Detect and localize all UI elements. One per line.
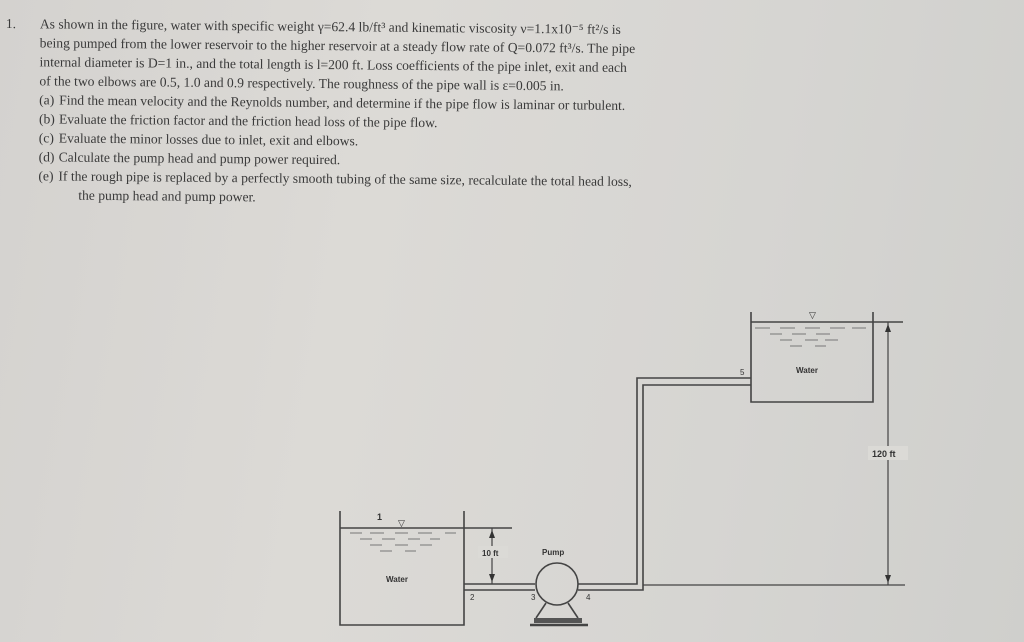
dim-label-bg xyxy=(868,446,908,460)
upper-reservoir xyxy=(750,312,903,403)
lower-free-surface-symbol: ▽ xyxy=(398,518,405,528)
point-1-label: 1 xyxy=(377,512,382,522)
point-5-label: 5 xyxy=(740,368,745,377)
lower-reservoir xyxy=(339,511,512,626)
pump-label: Pump xyxy=(542,548,564,557)
lower-tank-label: Water xyxy=(386,575,408,584)
upper-tank-label: Water xyxy=(796,366,818,375)
water-surface-ripples xyxy=(755,327,866,347)
dim-lower-label: 10 ft xyxy=(482,549,499,558)
dim-upper-label: 120 ft xyxy=(872,449,896,459)
dim-label-bg xyxy=(478,546,508,558)
suction-pipe xyxy=(464,583,535,591)
pump-icon xyxy=(530,562,588,627)
upper-free-surface-symbol: ▽ xyxy=(809,310,816,320)
water-surface-ripples xyxy=(350,532,456,552)
point-4-label: 4 xyxy=(586,593,591,602)
point-2-label: 2 xyxy=(470,593,475,602)
discharge-pipe xyxy=(578,377,751,591)
point-3-label: 3 xyxy=(531,593,536,602)
